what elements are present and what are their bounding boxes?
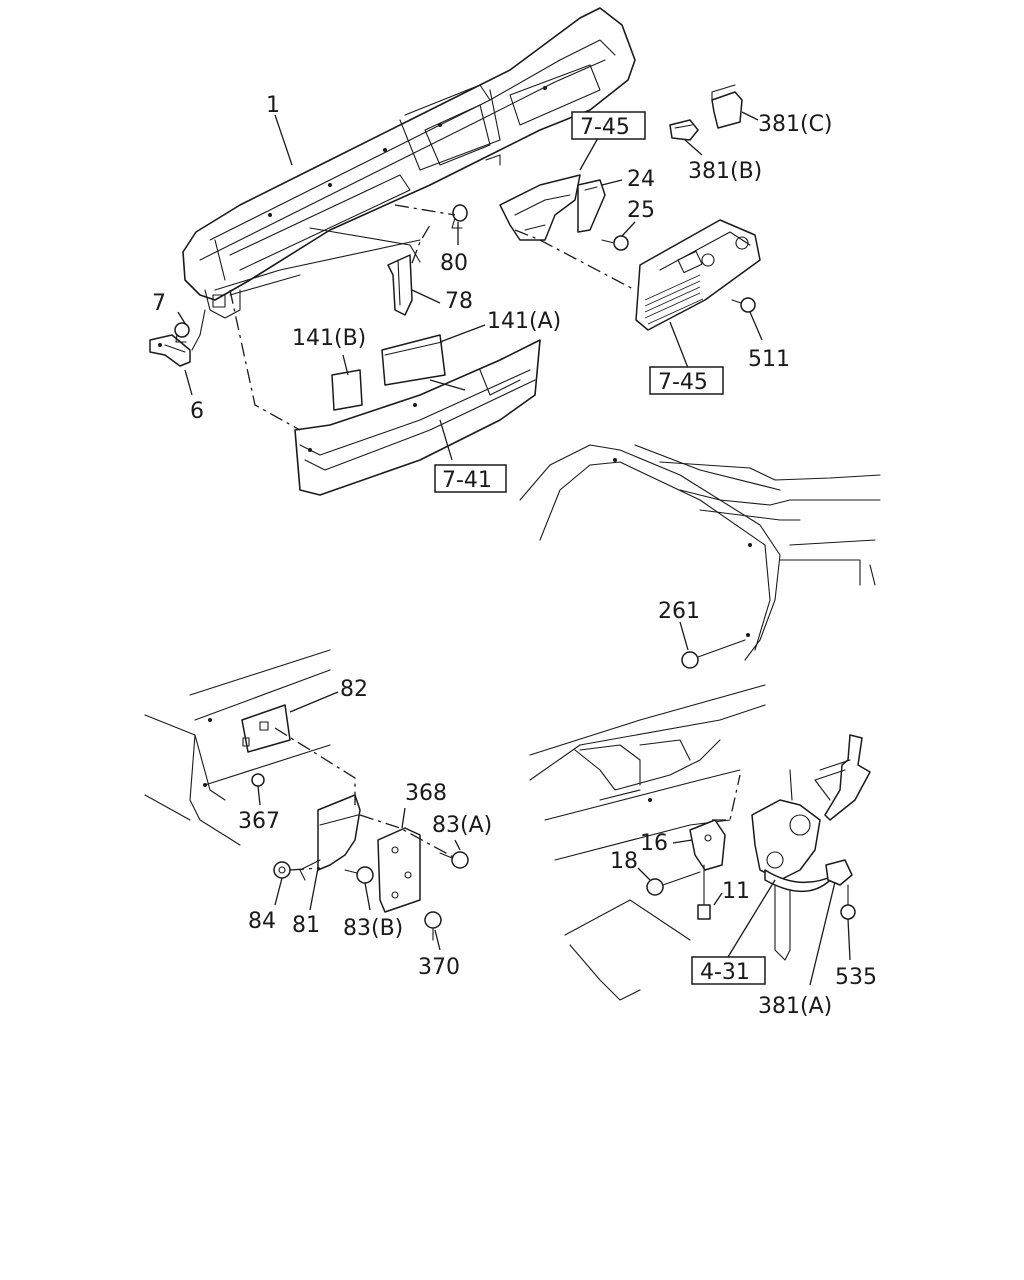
callout-80: 80 bbox=[440, 251, 468, 276]
dash-83a-link bbox=[359, 814, 456, 859]
callout-511: 511 bbox=[748, 347, 790, 372]
clip-381a-drawing bbox=[825, 859, 853, 886]
bolt-25-drawing bbox=[601, 235, 629, 251]
nut-367-drawing bbox=[251, 773, 265, 787]
bracket-78-drawing bbox=[387, 254, 413, 316]
callout-11: 11 bbox=[722, 879, 750, 904]
dash-84-link bbox=[289, 867, 321, 871]
callout-535: 535 bbox=[835, 965, 877, 990]
callout-381c: 381(C) bbox=[758, 112, 833, 137]
callout-368: 368 bbox=[405, 781, 447, 806]
callout-78: 78 bbox=[445, 289, 473, 314]
leader-lines bbox=[177, 111, 851, 986]
callout-141b: 141(B) bbox=[292, 326, 366, 351]
callout-18: 18 bbox=[610, 849, 638, 874]
callout-84: 84 bbox=[248, 909, 276, 934]
bolt-83a-drawing bbox=[439, 851, 469, 869]
ref-box-7-41[interactable]: 7-41 bbox=[434, 464, 507, 493]
bracket-6-drawing bbox=[149, 334, 191, 367]
bolt-83b-drawing bbox=[344, 866, 374, 884]
ref-box-7-45-top[interactable]: 7-45 bbox=[571, 111, 646, 140]
callout-7: 7 bbox=[152, 291, 166, 316]
bolt-11-drawing bbox=[697, 864, 711, 920]
callout-labels: 1 7 6 80 78 141(B) 141(A) 24 25 511 381(… bbox=[152, 93, 877, 1019]
connector-381c-drawing bbox=[711, 84, 743, 129]
dash-bracket-78 bbox=[411, 224, 431, 264]
dash-panel-to-cover bbox=[229, 289, 301, 431]
callout-141a: 141(A) bbox=[487, 309, 561, 334]
callout-1: 1 bbox=[266, 93, 280, 118]
bracket-24-drawing bbox=[577, 179, 606, 233]
callout-82: 82 bbox=[340, 677, 368, 702]
label-141a-drawing bbox=[381, 334, 446, 386]
lower-cover-drawing bbox=[294, 339, 541, 496]
ref-7-41-label: 7-41 bbox=[442, 468, 492, 493]
screw-511-drawing bbox=[731, 297, 756, 313]
screw-370-drawing bbox=[424, 911, 442, 941]
ref-7-45-top-label: 7-45 bbox=[580, 115, 630, 140]
pillar-drawing bbox=[519, 444, 881, 661]
ref-7-45-bottom-label: 7-45 bbox=[658, 370, 708, 395]
bracket-16-drawing bbox=[689, 819, 726, 871]
callout-16: 16 bbox=[640, 831, 668, 856]
nut-84-drawing bbox=[273, 861, 291, 879]
callout-367: 367 bbox=[238, 809, 280, 834]
ref-box-4-31[interactable]: 4-31 bbox=[691, 956, 766, 985]
connector-381b-drawing bbox=[669, 119, 699, 141]
screw-261-drawing bbox=[681, 639, 746, 669]
callout-381a: 381(A) bbox=[758, 994, 832, 1019]
screw-535-drawing bbox=[840, 884, 856, 920]
dash-bolt-80 bbox=[394, 204, 456, 216]
heater-bracket-drawing bbox=[499, 174, 581, 241]
bolt-18-drawing bbox=[646, 871, 701, 896]
plate-368-drawing bbox=[377, 827, 421, 913]
callout-261: 261 bbox=[658, 599, 700, 624]
control-unit-drawing bbox=[635, 219, 761, 331]
callout-25: 25 bbox=[627, 198, 655, 223]
bracket-6-link-line bbox=[191, 309, 206, 351]
steering-column-drawing bbox=[751, 734, 871, 961]
bracket-81-drawing bbox=[299, 794, 361, 881]
ref-4-31-label: 4-31 bbox=[700, 960, 750, 985]
bracket-82-drawing bbox=[241, 704, 291, 753]
lower-left-panel-drawing bbox=[144, 649, 331, 846]
callout-81: 81 bbox=[292, 913, 320, 938]
callout-6: 6 bbox=[190, 399, 204, 424]
callout-83b: 83(B) bbox=[343, 916, 403, 941]
ref-box-7-45-bottom[interactable]: 7-45 bbox=[649, 366, 724, 395]
bolt-80-drawing bbox=[451, 204, 468, 229]
dash-82-link bbox=[274, 727, 356, 805]
callout-381b: 381(B) bbox=[688, 159, 762, 184]
callout-370: 370 bbox=[418, 955, 460, 980]
callout-24: 24 bbox=[627, 167, 655, 192]
bolt-7-drawing bbox=[174, 322, 190, 343]
callout-83a: 83(A) bbox=[432, 813, 492, 838]
dash-ecu-link bbox=[514, 229, 636, 291]
instrument-panel-drawing bbox=[182, 7, 636, 319]
dash-16-link bbox=[712, 774, 741, 821]
label-141b-drawing bbox=[331, 369, 363, 411]
